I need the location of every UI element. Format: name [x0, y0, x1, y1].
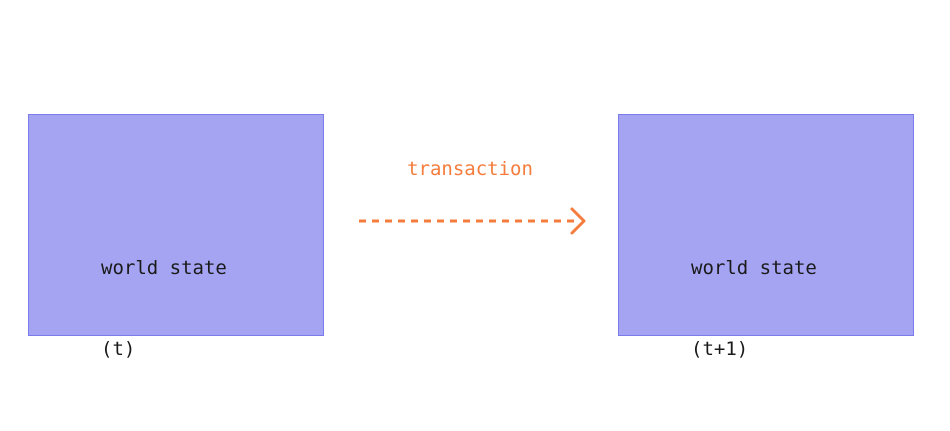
world-state-t-label-line1: world state — [101, 257, 227, 279]
world-state-t1-label: world state (t+1) — [691, 201, 817, 417]
world-state-t1-label-line1: world state — [691, 257, 817, 279]
arrow-head — [570, 207, 586, 235]
world-state-t-label-line2: (t) — [101, 338, 136, 360]
dashed-arrow-icon — [359, 207, 586, 235]
world-state-t-box: world state (t) — [28, 114, 324, 360]
world-state-t1-label-line2: (t+1) — [691, 338, 749, 360]
world-state-t-label: world state (t) — [101, 201, 227, 417]
transaction-label: transaction — [407, 158, 533, 180]
world-state-t1-box: world state (t+1) — [618, 114, 914, 360]
